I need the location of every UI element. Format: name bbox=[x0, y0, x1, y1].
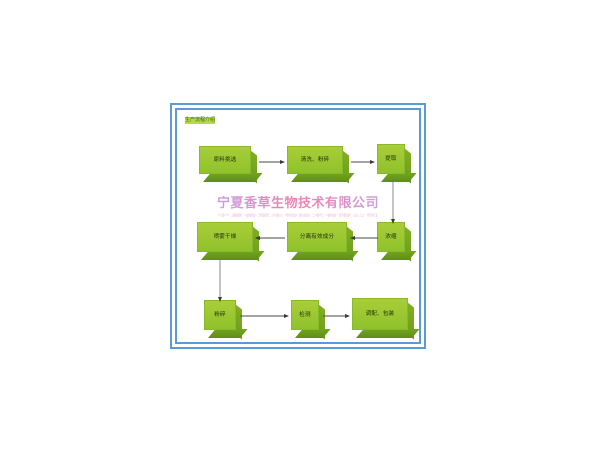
diagram-frame-inner: 生产流程介绍 原料挑选 清洗、粉碎 bbox=[175, 108, 421, 344]
arrow-head bbox=[284, 314, 289, 318]
diagram-caption: 生产流程介绍 bbox=[185, 117, 216, 124]
node-front-face: 调配、包装 bbox=[352, 298, 408, 330]
node-label: 清洗、粉碎 bbox=[300, 156, 330, 163]
node-label: 分离有效成分 bbox=[299, 233, 335, 240]
arrow-separate-to-spray-drying bbox=[255, 234, 285, 242]
watermark-reflection: 宁夏香草生物技术有限公司 bbox=[216, 213, 380, 218]
node-extraction[interactable]: 提取 bbox=[377, 144, 417, 184]
node-label: 浓缩 bbox=[385, 233, 397, 240]
node-bottom-face bbox=[291, 173, 355, 182]
flowchart-canvas: 原料挑选 清洗、粉碎 提 bbox=[177, 110, 419, 342]
arrow-shaft bbox=[351, 237, 378, 239]
arrow-head bbox=[370, 160, 375, 164]
node-front-face: 喷雾干燥 bbox=[197, 222, 253, 252]
node-bottom-face bbox=[201, 251, 265, 260]
arrow-concentration-to-separate bbox=[350, 234, 378, 242]
arrow-raw-material-to-washing bbox=[259, 158, 285, 166]
arrow-head bbox=[345, 314, 350, 318]
node-bottom-face bbox=[381, 251, 417, 260]
node-front-face: 提取 bbox=[377, 144, 405, 174]
node-separate-ingredients[interactable]: 分离有效成分 bbox=[287, 222, 359, 262]
arrow-extraction-to-concentration bbox=[388, 182, 398, 224]
node-concentration[interactable]: 浓缩 bbox=[377, 222, 417, 262]
node-label: 调配、包装 bbox=[365, 310, 395, 317]
node-label: 原料挑选 bbox=[213, 156, 237, 163]
node-testing[interactable]: 检测 bbox=[291, 300, 331, 340]
arrow-head bbox=[218, 297, 222, 302]
arrow-spray-drying-to-crushing bbox=[215, 260, 225, 302]
diagram-frame: 生产流程介绍 原料挑选 清洗、粉碎 bbox=[170, 103, 426, 349]
node-front-face: 检测 bbox=[291, 300, 319, 330]
arrow-testing-to-blending bbox=[323, 312, 350, 320]
arrow-head bbox=[255, 236, 260, 240]
node-bottom-face bbox=[356, 329, 419, 338]
node-label: 喷雾干燥 bbox=[213, 233, 237, 240]
arrow-shaft bbox=[351, 161, 374, 163]
node-front-face: 浓缩 bbox=[377, 222, 405, 252]
node-bottom-face bbox=[203, 173, 263, 182]
arrow-head bbox=[350, 236, 355, 240]
node-spray-drying[interactable]: 喷雾干燥 bbox=[197, 222, 265, 262]
arrow-washing-to-extraction bbox=[351, 158, 375, 166]
arrow-crushing-to-testing bbox=[240, 312, 289, 320]
node-front-face: 清洗、粉碎 bbox=[287, 146, 343, 174]
node-bottom-face bbox=[291, 251, 359, 260]
node-front-face: 粉碎 bbox=[204, 300, 236, 330]
arrow-shaft bbox=[219, 260, 221, 301]
node-crushing[interactable]: 粉碎 bbox=[204, 300, 248, 340]
node-bottom-face bbox=[295, 329, 331, 338]
company-watermark: 宁夏香草生物技术有限公司 bbox=[216, 196, 380, 211]
arrow-shaft bbox=[259, 161, 284, 163]
node-raw-material-selection[interactable]: 原料挑选 bbox=[199, 146, 263, 184]
node-label: 检测 bbox=[299, 311, 311, 318]
node-washing-crushing[interactable]: 清洗、粉碎 bbox=[287, 146, 355, 184]
arrow-head bbox=[280, 160, 285, 164]
arrow-shaft bbox=[323, 315, 349, 317]
node-blending-packaging[interactable]: 调配、包装 bbox=[352, 298, 419, 340]
node-front-face: 原料挑选 bbox=[199, 146, 251, 174]
node-label: 提取 bbox=[385, 155, 397, 162]
arrow-shaft bbox=[240, 315, 288, 317]
arrow-shaft bbox=[256, 237, 285, 239]
node-label: 粉碎 bbox=[214, 311, 226, 318]
arrow-shaft bbox=[392, 182, 394, 223]
node-bottom-face bbox=[381, 173, 417, 182]
node-front-face: 分离有效成分 bbox=[287, 222, 347, 252]
arrow-head bbox=[391, 219, 395, 224]
